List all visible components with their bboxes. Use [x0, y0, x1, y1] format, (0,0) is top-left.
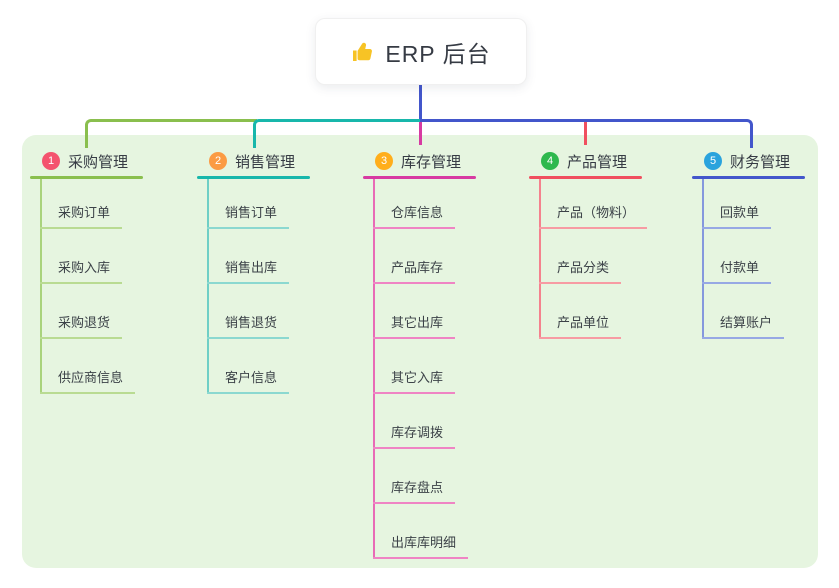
connector-bus-green — [85, 119, 257, 148]
branch-child-line — [539, 179, 541, 339]
branch-label: 库存管理 — [401, 153, 462, 171]
branch-number-badge: 3 — [375, 152, 393, 170]
branch-number-badge: 4 — [541, 152, 559, 170]
branch-sales[interactable]: 2 销售管理 — [197, 149, 295, 173]
branch-child-line — [40, 179, 42, 394]
connector-root-line — [419, 83, 422, 122]
node-sales-outbound[interactable]: 销售出库 — [207, 260, 290, 284]
node-payment-doc[interactable]: 付款单 — [702, 260, 772, 284]
root-node[interactable]: ERP 后台 — [315, 18, 527, 85]
node-product-category[interactable]: 产品分类 — [539, 260, 622, 284]
connector-bus-teal — [253, 119, 423, 148]
branch-child-line — [373, 179, 375, 559]
node-settlement-account[interactable]: 结算账户 — [702, 315, 785, 339]
branch-number-badge: 1 — [42, 152, 60, 170]
root-title: ERP 后台 — [385, 40, 491, 67]
node-sales-order[interactable]: 销售订单 — [207, 205, 290, 229]
connector-bus-blue — [420, 119, 753, 148]
connector-drop-red — [584, 122, 587, 145]
node-customer-info[interactable]: 客户信息 — [207, 370, 290, 394]
node-supplier-info[interactable]: 供应商信息 — [40, 370, 136, 394]
branch-number-badge: 2 — [209, 152, 227, 170]
branch-underline — [30, 176, 143, 179]
branch-finance[interactable]: 5 财务管理 — [692, 149, 790, 173]
branch-label: 销售管理 — [235, 153, 296, 171]
branch-underline — [692, 176, 805, 179]
mindmap-panel — [22, 135, 818, 568]
node-receipt-doc[interactable]: 回款单 — [702, 205, 772, 229]
node-product-stock[interactable]: 产品库存 — [373, 260, 456, 284]
branch-child-line — [207, 179, 209, 394]
branch-label: 产品管理 — [567, 153, 628, 171]
branch-underline — [529, 176, 642, 179]
node-stock-count[interactable]: 库存盘点 — [373, 480, 456, 504]
connector-drop-magenta — [419, 122, 422, 145]
branch-inventory[interactable]: 3 库存管理 — [363, 149, 461, 173]
node-other-inbound[interactable]: 其它入库 — [373, 370, 456, 394]
node-outbound-detail[interactable]: 出库库明细 — [373, 535, 469, 559]
node-product-unit[interactable]: 产品单位 — [539, 315, 622, 339]
node-purchase-order[interactable]: 采购订单 — [40, 205, 123, 229]
node-other-outbound[interactable]: 其它出库 — [373, 315, 456, 339]
branch-child-line — [702, 179, 704, 339]
node-warehouse-info[interactable]: 仓库信息 — [373, 205, 456, 229]
branch-underline — [197, 176, 310, 179]
node-sales-return[interactable]: 销售退货 — [207, 315, 290, 339]
branch-purchase[interactable]: 1 采购管理 — [30, 149, 128, 173]
branch-label: 采购管理 — [68, 153, 129, 171]
branch-label: 财务管理 — [730, 153, 791, 171]
thumbs-up-icon — [351, 40, 375, 64]
branch-product[interactable]: 4 产品管理 — [529, 149, 627, 173]
node-stock-transfer[interactable]: 库存调拨 — [373, 425, 456, 449]
node-purchase-inbound[interactable]: 采购入库 — [40, 260, 123, 284]
branch-underline — [363, 176, 476, 179]
node-purchase-return[interactable]: 采购退货 — [40, 315, 123, 339]
branch-number-badge: 5 — [704, 152, 722, 170]
node-product-material[interactable]: 产品（物料） — [539, 205, 648, 229]
